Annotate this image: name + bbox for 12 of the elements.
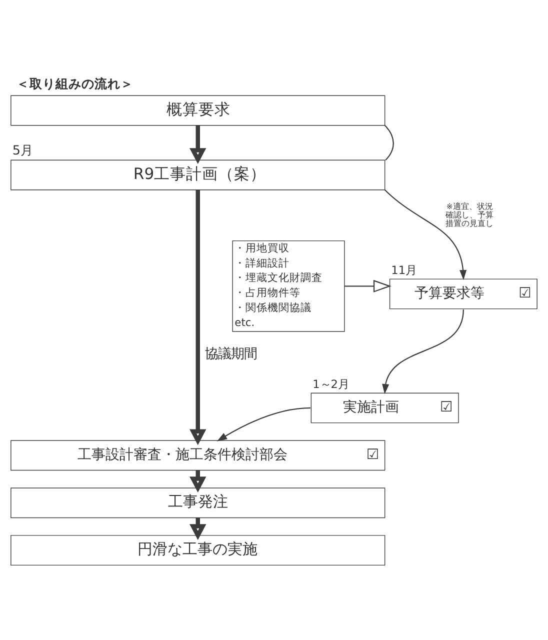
arrow (190, 189, 206, 445)
arrow (382, 308, 464, 394)
arrow (216, 406, 310, 441)
arrow (190, 124, 206, 164)
node-label: 1～2月 (312, 376, 350, 390)
arrow (384, 188, 467, 280)
arrow (344, 279, 392, 292)
edge-label: 協議期間 (204, 346, 257, 362)
node-label: 5月 (12, 143, 34, 158)
diagram-title: ＜取り組みの流れ＞ (16, 76, 134, 92)
node-label: 11月 (391, 262, 417, 276)
connector (384, 124, 394, 160)
